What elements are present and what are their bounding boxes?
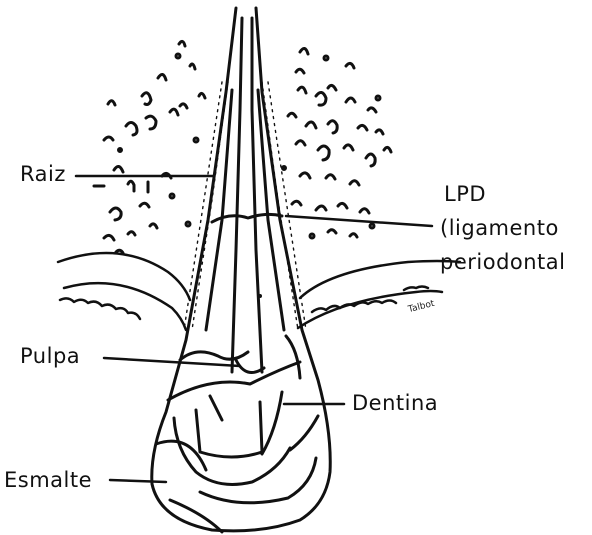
pulp-dot	[258, 294, 262, 298]
label-dentina: Dentina	[352, 393, 438, 414]
leader-lpd	[286, 216, 432, 226]
leader-pulpa	[104, 358, 240, 366]
leader-esmalte	[110, 480, 166, 482]
label-lpd: LPD	[444, 184, 486, 205]
label-lpd-periodontal: periodontal	[440, 252, 566, 273]
alveolar-bone-right	[283, 48, 392, 238]
label-esmalte: Esmalte	[4, 470, 92, 491]
label-raiz: Raiz	[20, 164, 66, 185]
alveolar-bone-left	[94, 41, 205, 253]
label-pulpa: Pulpa	[20, 346, 80, 367]
periodontal-ligament	[184, 82, 306, 330]
label-lpd-ligamento: (ligamento	[440, 218, 559, 239]
